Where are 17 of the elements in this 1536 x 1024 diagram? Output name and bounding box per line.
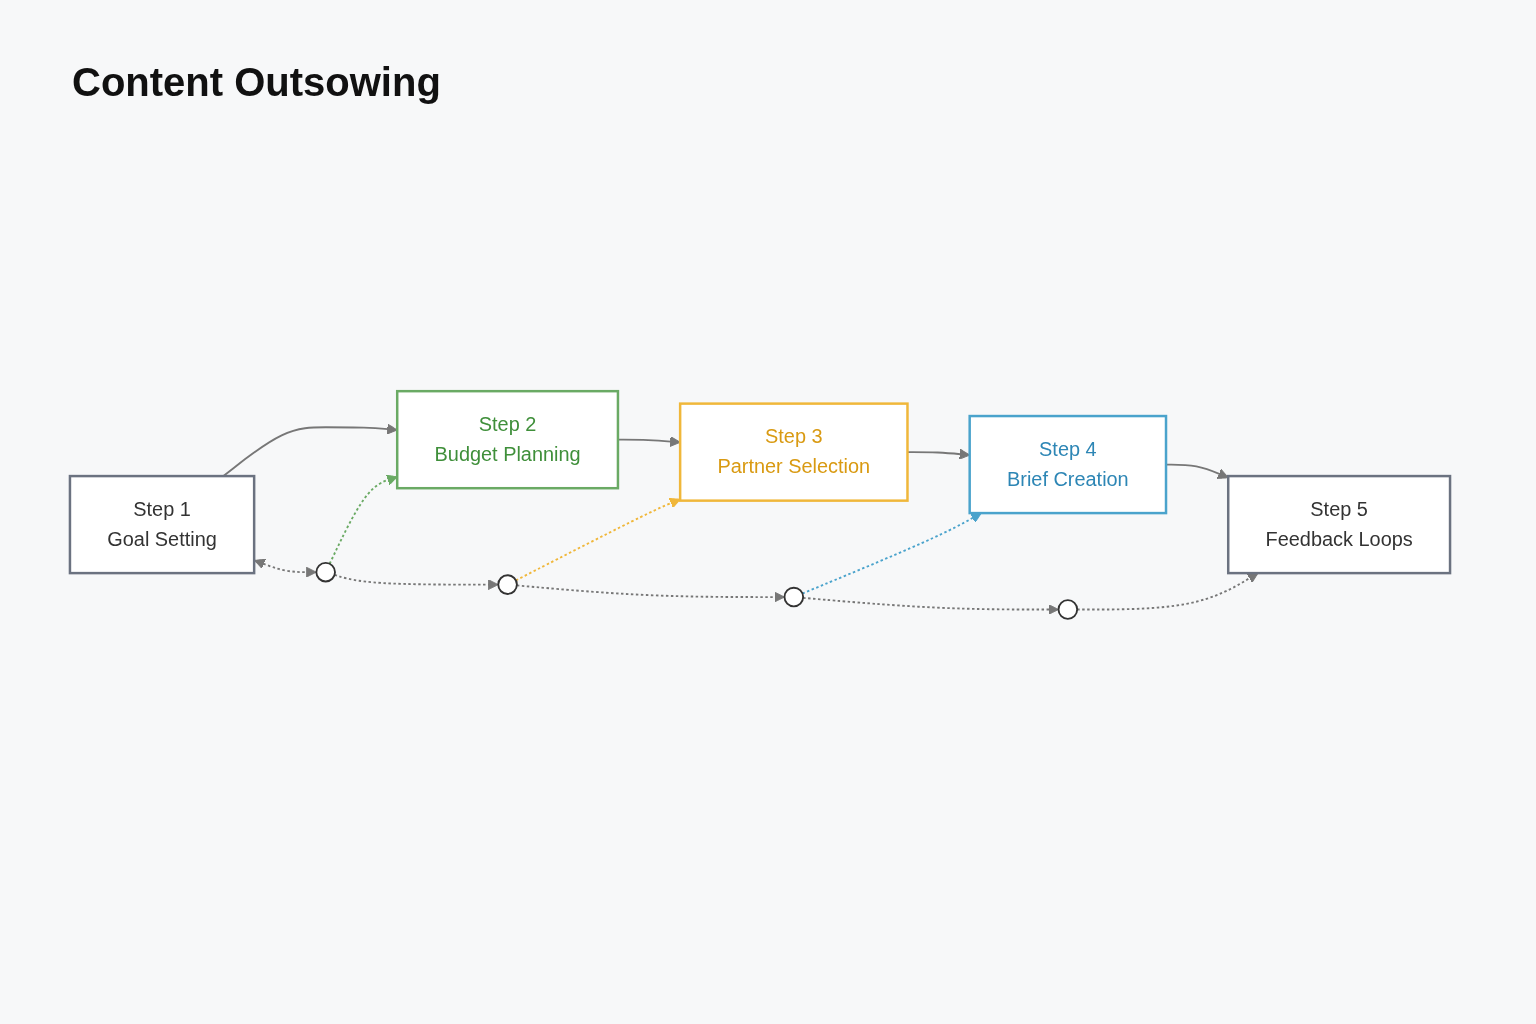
node-box: Step 2 Budget Planning xyxy=(395,389,620,490)
node-box: Step 5 Feedback Loops xyxy=(1226,474,1452,575)
arrow xyxy=(254,558,317,578)
arrow xyxy=(328,474,398,565)
diagram-title: Content Outsowing xyxy=(72,60,442,105)
arrow xyxy=(617,436,681,447)
node-circle xyxy=(1057,599,1079,620)
arrow xyxy=(802,596,1059,615)
arrow xyxy=(514,497,681,582)
node-circle xyxy=(783,586,805,608)
node-circle xyxy=(315,561,336,583)
node-box: Step 1 Goal Setting xyxy=(68,474,256,575)
arrow xyxy=(222,423,398,477)
arrow xyxy=(333,574,499,591)
node-circle xyxy=(497,574,518,595)
node-box: Step 3 Partner Selection xyxy=(678,402,909,502)
node-box: Step 4 Brief Creation xyxy=(968,414,1168,515)
